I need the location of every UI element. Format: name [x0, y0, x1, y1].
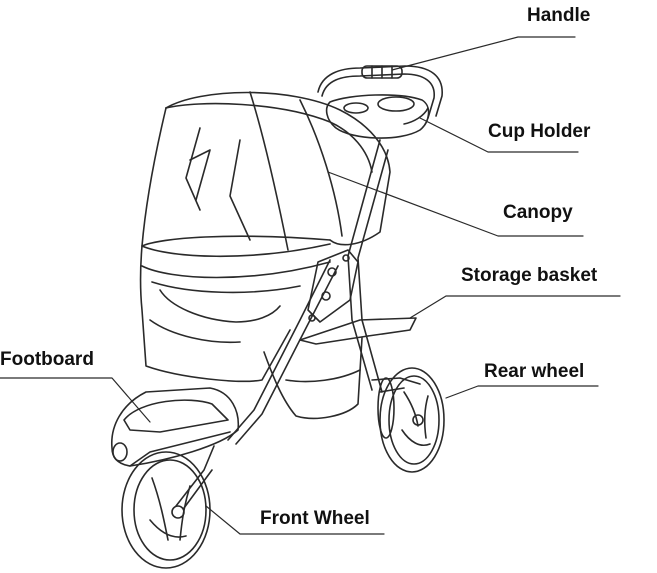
leader-storage-basket	[410, 296, 620, 318]
label-handle: Handle	[527, 6, 590, 25]
label-storage-basket: Storage basket	[461, 266, 597, 285]
canopy-part	[142, 92, 390, 256]
cabin-part	[141, 246, 331, 381]
handle-part	[318, 66, 442, 118]
label-rear-wheel: Rear wheel	[484, 362, 584, 381]
leader-handle	[392, 37, 575, 70]
label-footboard: Footboard	[0, 350, 94, 369]
label-front-wheel: Front Wheel	[260, 509, 370, 528]
label-canopy: Canopy	[503, 203, 573, 222]
leader-rear-wheel	[446, 386, 598, 398]
label-cup-holder: Cup Holder	[488, 122, 590, 141]
cup-holder-part	[327, 95, 429, 138]
rear-wheel-part	[378, 368, 444, 472]
